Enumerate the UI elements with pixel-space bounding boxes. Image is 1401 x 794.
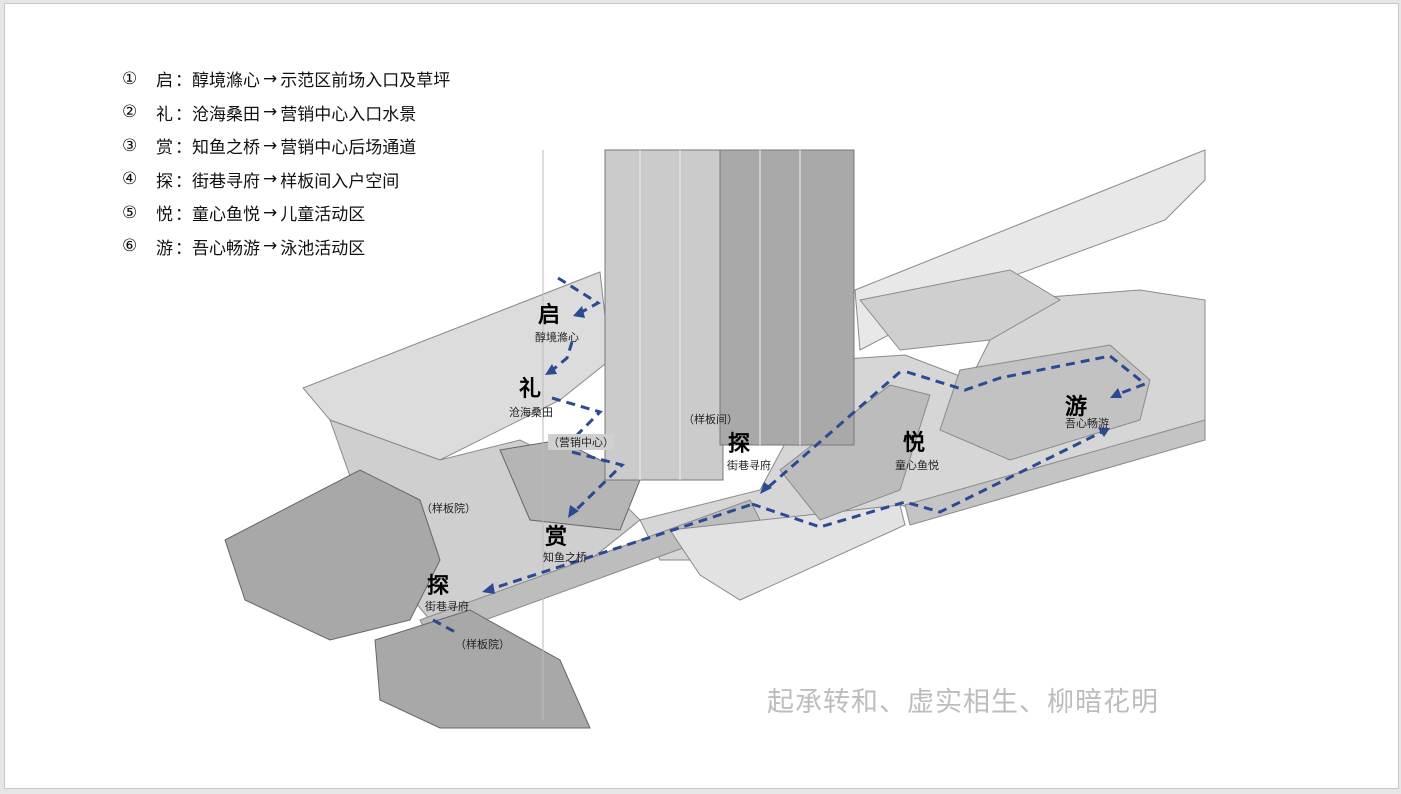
legend-number: ①: [122, 68, 138, 89]
arrow-icon: →: [263, 135, 278, 156]
towers: [604, 149, 855, 481]
route-arrowheads: [482, 306, 1122, 594]
label-sales-center: （营销中心）: [548, 434, 614, 450]
legend-key: 探: [156, 171, 173, 192]
label-tan-left: 探: [427, 574, 450, 599]
legend-number: ②: [122, 102, 138, 123]
label-tan-right: 探: [728, 432, 751, 457]
route-qi: [557, 276, 601, 316]
legend-name: 醇境滌心: [192, 71, 260, 92]
legend-desc: 泳池活动区: [280, 238, 366, 259]
legend-key: 游: [156, 238, 173, 259]
legend-name: 街巷寻府: [192, 171, 260, 192]
label-show-court-2: （样板院）: [455, 638, 510, 651]
label-show-court-1: （样板院）: [421, 502, 476, 515]
route-tan-court: [432, 618, 456, 634]
legend-desc: 示范区前场入口及草坪: [280, 71, 451, 92]
label-you: 游: [1065, 395, 1088, 420]
arrow-icon: →: [263, 169, 278, 190]
legend-colon: ：: [175, 238, 192, 259]
legend-number: ③: [122, 135, 138, 156]
legend-number: ④: [122, 169, 138, 190]
label-yue: 悦: [903, 431, 926, 456]
arrow-icon: →: [263, 236, 278, 257]
legend-name: 知鱼之桥: [192, 138, 260, 159]
legend-desc: 营销中心入口水景: [280, 104, 417, 125]
legend-key: 悦: [156, 205, 173, 226]
route-you: [906, 354, 1148, 398]
label-yue-sub: 童心鱼悦: [895, 459, 939, 472]
label-qi: 启: [538, 303, 561, 328]
label-show-flat: （样板间）: [683, 413, 738, 426]
arrow-icon: →: [263, 68, 278, 89]
label-tan-left-sub: 街巷寻府: [425, 600, 469, 613]
legend-number: ⑤: [122, 202, 138, 223]
legend-colon: ：: [175, 138, 192, 159]
legend-number: ⑥: [122, 236, 138, 257]
route-yue: [751, 428, 1107, 529]
label-qi-sub: 醇境滌心: [535, 331, 579, 344]
route-shang: [551, 396, 603, 439]
label-li: 礼: [519, 377, 542, 402]
legend-name: 童心鱼悦: [192, 205, 260, 226]
legend-name: 吾心畅游: [192, 238, 260, 259]
legend-desc: 儿童活动区: [280, 205, 366, 226]
route-shang-2: [570, 450, 625, 516]
site-ground: [302, 149, 1206, 641]
villas: [224, 439, 641, 729]
route-paths: [432, 276, 1148, 634]
arrow-icon: →: [263, 102, 278, 123]
legend-colon: ：: [175, 71, 192, 92]
legend-desc: 样板间入户空间: [280, 171, 400, 192]
route-tan: [487, 503, 751, 592]
legend-key: 赏: [156, 138, 173, 159]
legend-colon: ：: [175, 171, 192, 192]
label-shang: 赏: [545, 525, 568, 550]
label-tan-right-sub: 街巷寻府: [727, 459, 771, 472]
legend-desc: 营销中心后场通道: [280, 138, 417, 159]
legend-key: 礼: [156, 104, 173, 125]
label-li-sub: 沧海桑田: [509, 406, 553, 419]
label-you-sub: 吾心畅游: [1065, 417, 1109, 430]
tagline: 起承转和、虚实相生、柳暗花明: [767, 687, 1159, 718]
legend-colon: ：: [175, 205, 192, 226]
label-shang-sub: 知鱼之桥: [543, 551, 587, 564]
legend-name: 沧海桑田: [192, 104, 260, 125]
arrow-icon: →: [263, 202, 278, 223]
legend-colon: ：: [175, 104, 192, 125]
route-li: [549, 341, 574, 374]
legend-key: 启: [156, 71, 173, 92]
